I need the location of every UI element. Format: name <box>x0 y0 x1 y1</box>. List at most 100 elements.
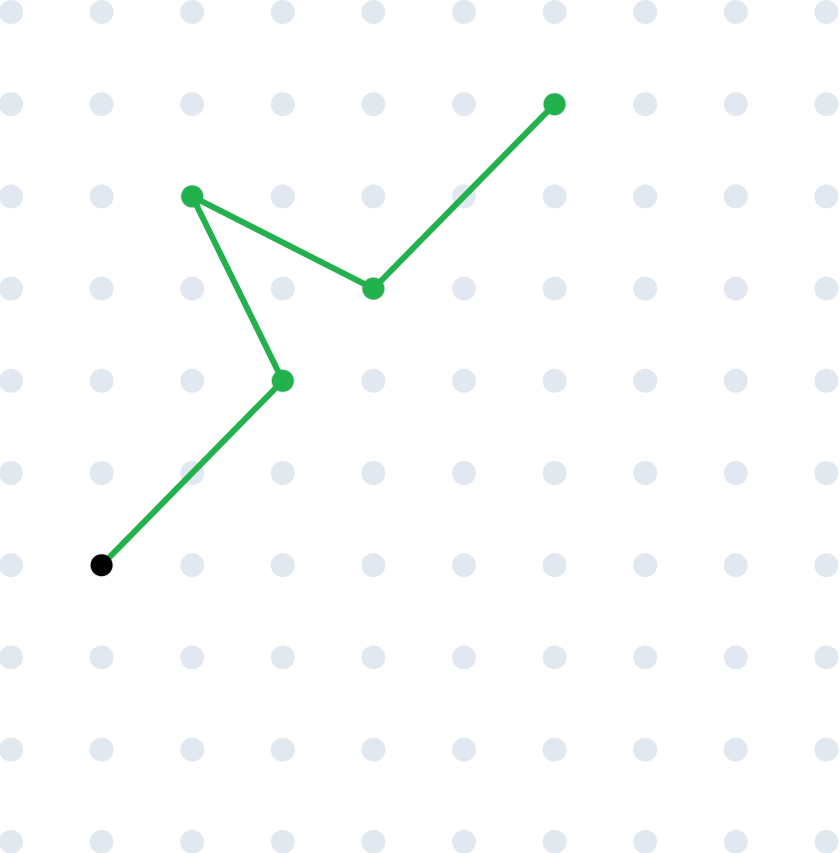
grid-dot[interactable] <box>0 184 23 209</box>
grid-dot[interactable] <box>0 461 23 485</box>
grid-dot[interactable] <box>0 553 23 578</box>
grid-dot[interactable] <box>814 645 839 670</box>
grid-dot[interactable] <box>361 461 386 485</box>
grid-dot[interactable] <box>723 184 748 209</box>
grid-dot[interactable] <box>814 829 839 853</box>
grid-dot[interactable] <box>814 92 839 117</box>
grid-dot[interactable] <box>89 737 114 762</box>
path-point[interactable] <box>181 185 204 208</box>
grid-dot[interactable] <box>0 645 23 670</box>
grid-dot[interactable] <box>270 645 295 670</box>
grid-dot[interactable] <box>180 829 205 853</box>
grid-dot[interactable] <box>633 553 658 578</box>
grid-dot[interactable] <box>361 829 386 853</box>
grid-dot[interactable] <box>633 92 658 117</box>
grid-dot[interactable] <box>89 0 114 24</box>
grid-dot[interactable] <box>723 276 748 301</box>
grid-dot[interactable] <box>270 0 295 24</box>
grid-dot[interactable] <box>542 0 567 24</box>
grid-dot[interactable] <box>270 92 295 117</box>
grid-dot[interactable] <box>180 92 205 117</box>
grid-dot[interactable] <box>361 645 386 670</box>
grid-dot[interactable] <box>270 461 295 485</box>
grid-dot[interactable] <box>542 184 567 209</box>
grid-dot[interactable] <box>723 0 748 24</box>
path-start-point[interactable] <box>90 554 113 577</box>
grid-dot[interactable] <box>633 829 658 853</box>
grid-dot[interactable] <box>89 368 114 393</box>
grid-dot[interactable] <box>814 276 839 301</box>
grid-dot[interactable] <box>0 276 23 301</box>
grid-dot[interactable] <box>542 553 567 578</box>
grid-dot[interactable] <box>361 184 386 209</box>
grid-dot[interactable] <box>723 829 748 853</box>
grid-dot[interactable] <box>723 92 748 117</box>
grid-dot[interactable] <box>89 829 114 853</box>
grid-dot[interactable] <box>0 368 23 393</box>
grid-dot[interactable] <box>633 737 658 762</box>
grid-dot[interactable] <box>361 553 386 578</box>
grid-dot[interactable] <box>633 461 658 485</box>
grid-dot[interactable] <box>0 0 23 24</box>
grid-dot[interactable] <box>814 737 839 762</box>
grid-dot[interactable] <box>633 645 658 670</box>
grid-dot[interactable] <box>89 461 114 485</box>
grid-dot[interactable] <box>542 645 567 670</box>
grid-dot[interactable] <box>814 461 839 485</box>
grid-dot[interactable] <box>0 92 23 117</box>
grid-dot[interactable] <box>452 737 476 762</box>
grid-dot[interactable] <box>542 368 567 393</box>
grid-dot[interactable] <box>452 645 476 670</box>
grid-dot[interactable] <box>814 184 839 209</box>
grid-dot[interactable] <box>270 276 295 301</box>
grid-dot[interactable] <box>633 276 658 301</box>
grid-dot[interactable] <box>542 737 567 762</box>
grid-dot[interactable] <box>180 276 205 301</box>
grid-dot[interactable] <box>270 737 295 762</box>
grid-dot[interactable] <box>270 553 295 578</box>
grid-dot[interactable] <box>452 368 476 393</box>
grid-dot[interactable] <box>180 737 205 762</box>
grid-dot[interactable] <box>633 0 658 24</box>
grid-dot[interactable] <box>180 368 205 393</box>
grid-dot[interactable] <box>0 737 23 762</box>
grid-dot[interactable] <box>270 829 295 853</box>
path-point[interactable] <box>271 369 294 392</box>
grid-dot[interactable] <box>89 92 114 117</box>
grid-dot[interactable] <box>633 184 658 209</box>
path-point[interactable] <box>362 277 385 300</box>
grid-dot[interactable] <box>89 184 114 209</box>
grid-dot[interactable] <box>452 553 476 578</box>
grid-dot[interactable] <box>633 368 658 393</box>
grid-dot[interactable] <box>542 829 567 853</box>
grid-dot[interactable] <box>361 92 386 117</box>
grid-dot[interactable] <box>361 737 386 762</box>
path-point[interactable] <box>543 93 566 116</box>
grid-dot[interactable] <box>452 0 476 24</box>
grid-dot[interactable] <box>180 553 205 578</box>
grid-dot[interactable] <box>89 276 114 301</box>
grid-dot[interactable] <box>361 0 386 24</box>
grid-dot[interactable] <box>814 368 839 393</box>
grid-dot[interactable] <box>180 0 205 24</box>
grid-dot[interactable] <box>723 368 748 393</box>
grid-dot[interactable] <box>814 0 839 24</box>
grid-dot[interactable] <box>723 645 748 670</box>
grid-dot[interactable] <box>542 461 567 485</box>
grid-dot[interactable] <box>0 829 23 853</box>
grid-dot[interactable] <box>452 461 476 485</box>
grid-dot[interactable] <box>270 184 295 209</box>
grid-dot[interactable] <box>89 645 114 670</box>
grid-dot[interactable] <box>814 553 839 578</box>
grid-dot[interactable] <box>452 92 476 117</box>
grid-dot[interactable] <box>361 368 386 393</box>
grid-dot[interactable] <box>723 737 748 762</box>
grid-dot[interactable] <box>180 645 205 670</box>
grid-dot[interactable] <box>452 276 476 301</box>
grid-dot[interactable] <box>723 553 748 578</box>
grid-dot[interactable] <box>452 829 476 853</box>
grid-dot[interactable] <box>723 461 748 485</box>
grid-dot[interactable] <box>542 276 567 301</box>
